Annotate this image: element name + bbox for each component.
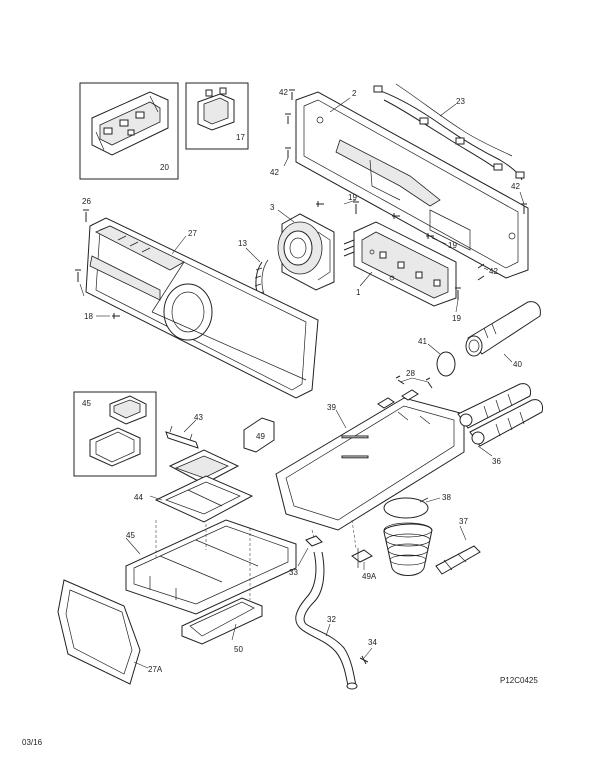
inlet-hose-40: 40	[465, 301, 541, 369]
callout-45-drawer: 45	[126, 531, 135, 540]
callout-42-mid: 42	[489, 267, 498, 276]
callout-2: 2	[352, 89, 357, 98]
screws-28: 28	[395, 369, 433, 389]
water-valves-36: 36	[457, 383, 543, 466]
revision-date: 03/16	[22, 738, 43, 747]
callout-41: 41	[418, 337, 427, 346]
callout-45-inset: 45	[82, 399, 91, 408]
main-control-board: 1	[343, 221, 457, 307]
diagram-code: P12C0425	[500, 676, 538, 685]
callout-23: 23	[456, 97, 465, 106]
part-49-marker: 49	[243, 417, 275, 453]
callout-19-mid: 19	[448, 241, 457, 250]
callout-20: 20	[160, 163, 169, 172]
inset-part-20: 20	[79, 82, 179, 180]
callout-33: 33	[289, 568, 298, 577]
callout-17: 17	[236, 133, 245, 142]
callout-1: 1	[356, 288, 361, 297]
callout-39: 39	[327, 403, 336, 412]
callout-43: 43	[194, 413, 203, 422]
dispenser-drawer-45: 45	[125, 519, 297, 615]
clamp-34: 34	[359, 638, 377, 665]
inset-part-45: 45	[73, 391, 157, 477]
dispenser-cups-44: 44	[134, 449, 254, 523]
drawer-part-50: 50	[181, 597, 263, 654]
callout-19-top: 19	[348, 193, 357, 202]
callout-3: 3	[270, 203, 275, 212]
callout-50: 50	[234, 645, 243, 654]
screws-42: 42 42 42 42	[270, 88, 527, 281]
wire-harness: 23	[373, 83, 525, 181]
inset-part-17: 17	[185, 82, 249, 150]
callout-32: 32	[327, 615, 336, 624]
callout-38: 38	[442, 493, 451, 502]
callout-44: 44	[134, 493, 143, 502]
hose-32: 32	[295, 551, 358, 690]
callout-49a: 49A	[362, 572, 377, 581]
callout-18: 18	[84, 312, 93, 321]
control-panel: 27	[85, 217, 319, 399]
callout-19-low: 19	[452, 314, 461, 323]
callout-27: 27	[188, 229, 197, 238]
callout-37: 37	[459, 517, 468, 526]
callout-34: 34	[368, 638, 377, 647]
clip-33: 33	[289, 529, 323, 577]
callout-42-left: 42	[270, 168, 279, 177]
drawer-handle-27a: 27A	[57, 579, 163, 685]
selector-knob-housing: 3	[270, 203, 335, 291]
callout-28: 28	[406, 369, 415, 378]
callout-26: 26	[82, 197, 91, 206]
part-49a: 49A	[351, 519, 377, 581]
callout-27a: 27A	[148, 665, 163, 674]
callout-13: 13	[238, 239, 247, 248]
bellows-37: 37	[383, 517, 481, 576]
screws-26-18: 26 18	[75, 197, 120, 321]
callout-42-right: 42	[511, 182, 520, 191]
gasket-41: 41	[418, 337, 456, 377]
callout-42-top: 42	[279, 88, 288, 97]
callout-40: 40	[513, 360, 522, 369]
callout-36: 36	[492, 457, 501, 466]
screws-19: 19 19 19	[316, 193, 461, 323]
dispenser-base-39: 39	[275, 389, 465, 531]
rear-panel: 2	[295, 89, 529, 279]
clamp-38: 38	[383, 493, 451, 519]
callout-49: 49	[256, 432, 265, 441]
bracket-43: 43	[165, 413, 203, 449]
